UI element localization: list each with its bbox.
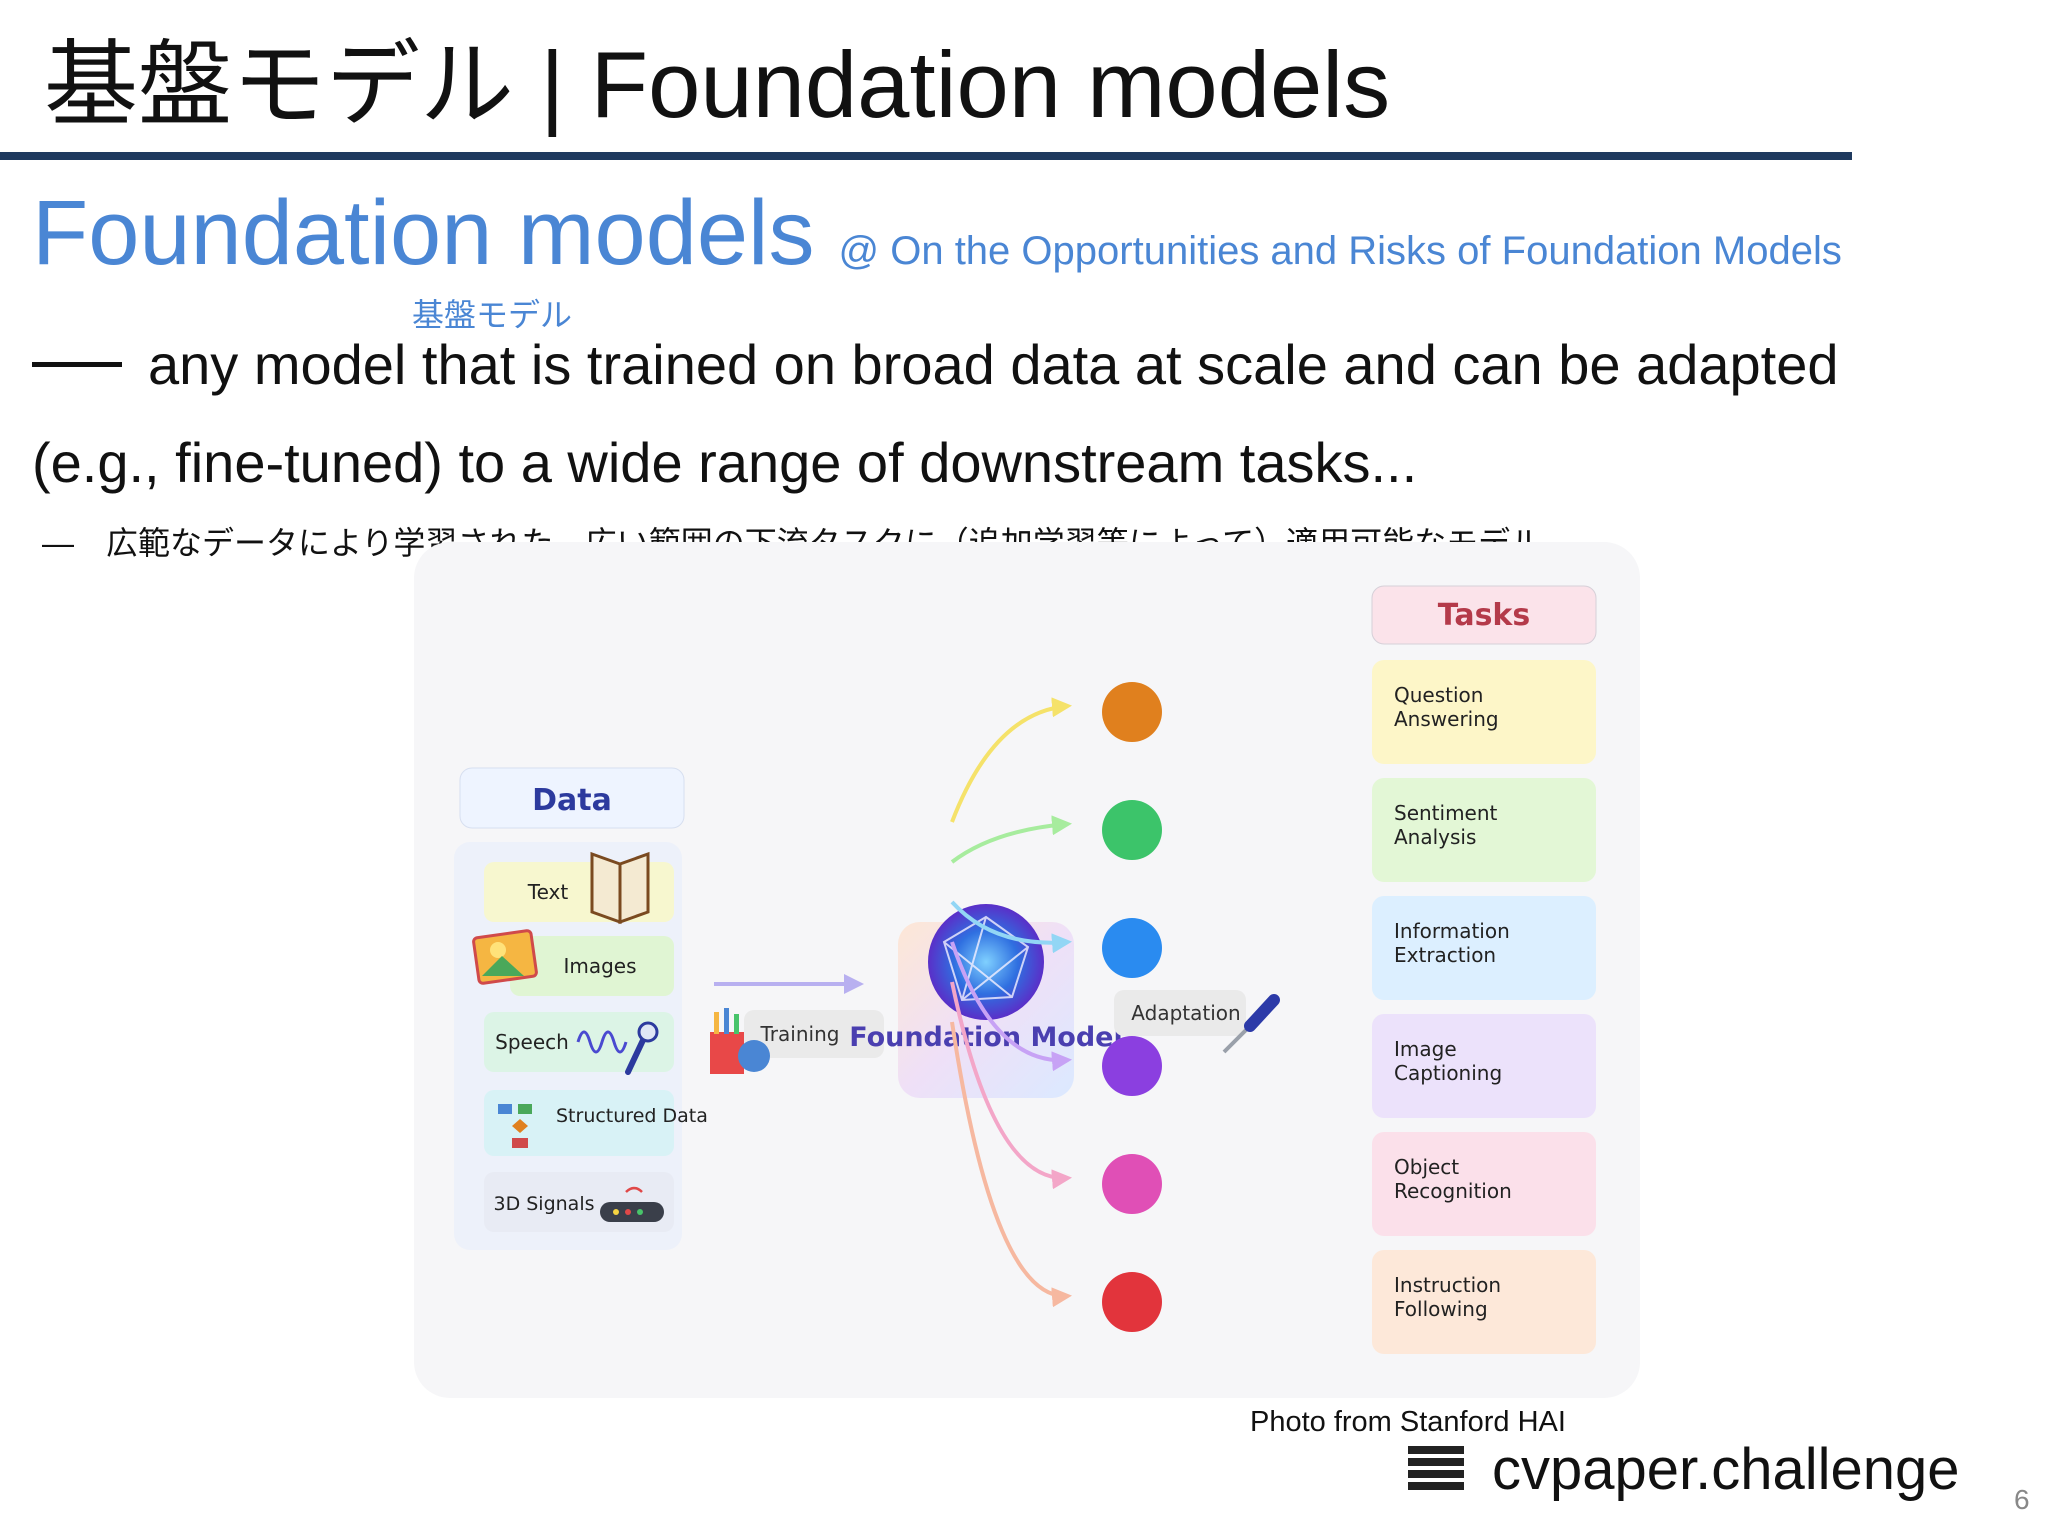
data-item-images xyxy=(510,936,674,996)
task-label: Image xyxy=(1394,1037,1457,1061)
task-label: Object xyxy=(1394,1155,1459,1179)
brand-text: cvpaper.challenge xyxy=(1492,1437,1960,1502)
task-box xyxy=(1372,896,1596,1000)
adaptation-arrow xyxy=(950,941,1072,1072)
foundation-model-globe-icon xyxy=(928,904,1044,1020)
heading-reference: @ On the Opportunities and Risks of Foun… xyxy=(838,229,1842,273)
definition-line-1: any model that is trained on broad data … xyxy=(148,333,1839,396)
book-icon xyxy=(590,851,650,925)
brand-logo: cvpaper.challenge xyxy=(1404,1436,1960,1503)
task-box xyxy=(1372,1132,1596,1236)
data-item-label: 3D Signals xyxy=(493,1193,594,1215)
data-item-label: Speech xyxy=(495,1030,569,1054)
task-label: Question xyxy=(1394,683,1483,707)
task-label: Following xyxy=(1394,1297,1488,1321)
task-label: Instruction xyxy=(1394,1273,1501,1297)
slide-title: 基盤モデル | Foundation models xyxy=(44,32,1391,137)
definition-line-2: (e.g., fine-tuned) to a wide range of do… xyxy=(32,431,1418,494)
adaptation-arrow xyxy=(950,1021,1072,1308)
data-header-box xyxy=(459,767,685,829)
flowchart-icon xyxy=(498,1104,532,1148)
task-orb-icon xyxy=(1102,1154,1162,1214)
task-box xyxy=(1372,1250,1596,1354)
data-item-label: Text xyxy=(527,880,569,904)
data-item-label: Images xyxy=(563,954,636,978)
microphone-waveform-icon xyxy=(576,1021,659,1075)
task-orb-icon xyxy=(1102,918,1162,978)
tasks-header-box xyxy=(1371,585,1597,645)
data-header: Data xyxy=(532,783,612,818)
task-orb-icon xyxy=(1102,800,1162,860)
tasks-header: Tasks xyxy=(1438,598,1531,633)
task-label: Captioning xyxy=(1394,1061,1502,1085)
heading-ruby: 基盤モデル xyxy=(412,297,573,333)
task-orb-icon xyxy=(1102,1036,1162,1096)
task-label: Extraction xyxy=(1394,943,1496,967)
screwdriver-icon xyxy=(1222,994,1280,1054)
photo-credit: Photo from Stanford HAI xyxy=(1250,1406,1566,1438)
adaptation-label-box xyxy=(1114,990,1246,1036)
foundation-model-label: Foundation Model xyxy=(849,1022,1123,1053)
data-item-label: Structured Data xyxy=(556,1105,708,1127)
task-orb-icon xyxy=(1102,682,1162,742)
heading-text: Foundation models xyxy=(32,182,815,284)
sensor-device-icon xyxy=(600,1186,664,1222)
training-label: Training xyxy=(760,1022,840,1046)
task-label: Answering xyxy=(1394,707,1499,731)
diagram-svg: Data Text Images Speech Structured Data … xyxy=(454,585,1597,1354)
photo-icon xyxy=(472,929,538,985)
task-box xyxy=(1372,660,1596,764)
task-box xyxy=(1372,1014,1596,1118)
em-dash xyxy=(32,362,122,367)
adaptation-arrow xyxy=(950,697,1072,823)
foundation-model-figure: Data Text Images Speech Structured Data … xyxy=(414,542,1640,1398)
adaptation-arrow xyxy=(950,981,1072,1190)
training-label-box xyxy=(744,1010,884,1058)
task-label: Information xyxy=(1394,919,1510,943)
task-orb-icon xyxy=(1102,1272,1162,1332)
stack-logo-icon xyxy=(1408,1445,1464,1490)
adaptation-label: Adaptation xyxy=(1131,1001,1240,1025)
task-label: Analysis xyxy=(1394,825,1476,849)
adaptation-arrow xyxy=(950,815,1072,864)
page-number: 6 xyxy=(2014,1484,2030,1515)
task-label: Sentiment xyxy=(1394,801,1498,825)
training-tools-icon xyxy=(710,1008,770,1074)
task-box xyxy=(1372,778,1596,882)
task-list: QuestionAnsweringSentimentAnalysisInform… xyxy=(950,660,1596,1354)
section-heading: Foundation models @ On the Opportunities … xyxy=(32,178,1842,288)
adaptation-arrow xyxy=(950,900,1072,954)
title-divider xyxy=(0,152,1852,160)
task-label: Recognition xyxy=(1394,1179,1512,1203)
